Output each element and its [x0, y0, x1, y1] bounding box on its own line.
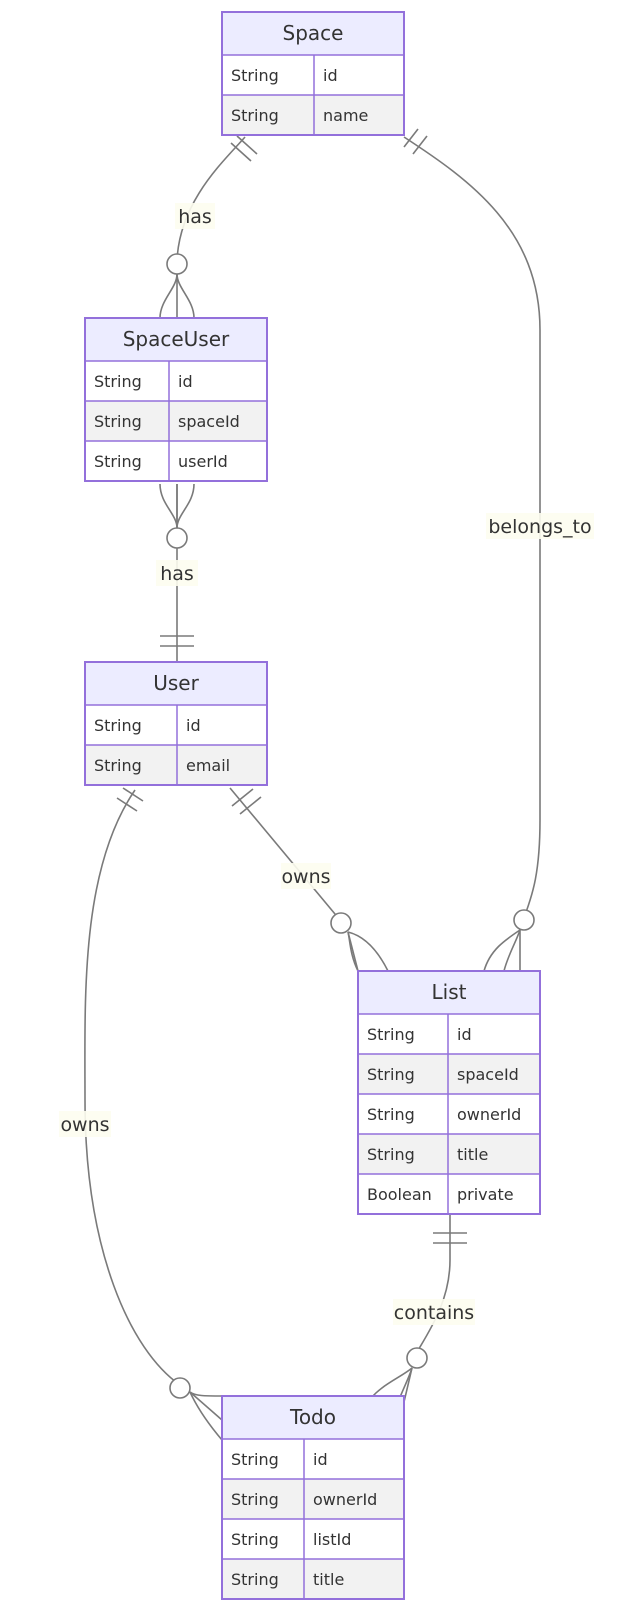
relationship-label-belongs-to: belongs_to: [488, 516, 591, 538]
attribute-name: id: [323, 66, 338, 85]
attribute-row: String id: [222, 54, 404, 95]
attribute-type: String: [231, 1450, 279, 1469]
marker-exactly-one-icon: [160, 635, 194, 647]
marker-zero-or-more-icon: [159, 253, 195, 319]
entity-title: Space: [283, 21, 344, 45]
relationship-label-has: has: [178, 206, 212, 228]
marker-zero-or-more-icon: [169, 1377, 223, 1441]
attribute-name: title: [457, 1145, 488, 1164]
attribute-row: String id: [358, 1013, 540, 1054]
entity-title: List: [432, 980, 467, 1004]
attribute-row: String name: [222, 94, 404, 135]
attribute-name: id: [178, 372, 193, 391]
line-space-has-spaceuser: [176, 136, 246, 261]
attribute-type: String: [94, 412, 142, 431]
marker-zero-or-more-icon: [483, 909, 535, 972]
attribute-name: ownerId: [313, 1490, 377, 1509]
attribute-row: String ownerId: [222, 1478, 404, 1519]
attribute-type: String: [94, 372, 142, 391]
relationship-label-has: has: [160, 563, 194, 585]
attribute-row: String userId: [85, 440, 267, 481]
marker-exactly-one-icon: [403, 128, 428, 155]
attribute-name: name: [323, 106, 368, 125]
attribute-name: listId: [313, 1530, 351, 1549]
marker-exactly-one-icon: [433, 1232, 467, 1244]
attribute-name: id: [313, 1450, 328, 1469]
relationship-label-contains: contains: [394, 1302, 474, 1324]
relationship-label-owns: owns: [281, 866, 330, 888]
attribute-name: ownerId: [457, 1105, 521, 1124]
entity-title: User: [153, 671, 199, 695]
entity-title: Todo: [289, 1405, 336, 1429]
attribute-type: String: [231, 1570, 279, 1589]
marker-zero-or-more-icon: [367, 1347, 428, 1403]
attribute-row: String email: [85, 744, 267, 785]
attribute-type: String: [231, 1530, 279, 1549]
entity-title: SpaceUser: [123, 327, 230, 351]
attribute-name: id: [186, 716, 201, 735]
attribute-type: String: [231, 106, 279, 125]
attribute-row: String ownerId: [358, 1093, 540, 1134]
relationship-label-owns: owns: [60, 1114, 109, 1136]
attribute-name: spaceId: [178, 412, 240, 431]
attribute-row: String id: [85, 360, 267, 401]
attribute-type: String: [367, 1065, 415, 1084]
attribute-name: userId: [178, 452, 228, 471]
attribute-row: String spaceId: [358, 1053, 540, 1094]
attribute-type: String: [367, 1105, 415, 1124]
marker-zero-or-more-icon: [159, 483, 195, 549]
attribute-name: title: [313, 1570, 344, 1589]
attribute-name: private: [457, 1185, 514, 1204]
attribute-type: String: [367, 1145, 415, 1164]
attribute-row: String title: [222, 1558, 404, 1599]
attribute-type: String: [94, 756, 142, 775]
attribute-row: String id: [85, 704, 267, 745]
attribute-row: String spaceId: [85, 400, 267, 441]
cardinality-markers: [116, 128, 535, 1441]
marker-zero-or-more-icon: [330, 912, 389, 972]
attribute-type: String: [94, 452, 142, 471]
marker-exactly-one-icon: [230, 135, 258, 162]
attribute-type: String: [231, 1490, 279, 1509]
attribute-type: String: [367, 1025, 415, 1044]
line-user-owns-list: [229, 787, 341, 921]
attribute-row: String listId: [222, 1518, 404, 1559]
attribute-type: String: [231, 66, 279, 85]
line-space-belongs-to-list: [403, 136, 541, 919]
marker-exactly-one-icon: [231, 788, 262, 815]
attribute-row: Boolean private: [358, 1173, 540, 1214]
attribute-type: String: [94, 716, 142, 735]
line-user-owns-todo: [84, 789, 181, 1386]
attribute-row: String id: [222, 1438, 404, 1479]
attribute-name: spaceId: [457, 1065, 519, 1084]
line-list-contains-todo: [416, 1215, 451, 1353]
attribute-name: email: [186, 756, 230, 775]
attribute-name: id: [457, 1025, 472, 1044]
attribute-row: String title: [358, 1133, 540, 1174]
relationship-labels: has has belongs_to owns owns contains: [59, 203, 594, 1325]
marker-exactly-one-icon: [116, 787, 144, 812]
attribute-type: Boolean: [367, 1185, 432, 1204]
